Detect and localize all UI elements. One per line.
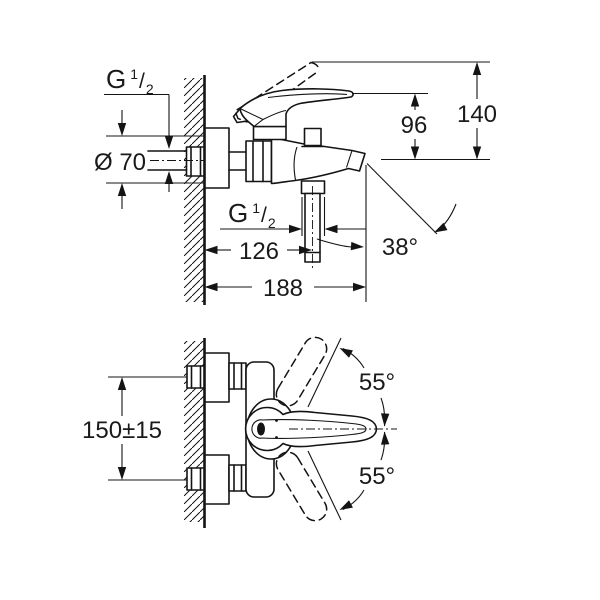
faucet-body xyxy=(270,136,366,185)
dim-spout-projection: 126 xyxy=(204,238,312,265)
union-nut-top xyxy=(228,362,247,390)
dim-inlet-spacing: 150±15 xyxy=(82,376,187,481)
escutcheon-bottom xyxy=(204,454,230,505)
escutcheon-diameter-label: Ø 70 xyxy=(94,149,146,176)
union-nut-bottom xyxy=(228,464,247,492)
dim-heights: 96 140 xyxy=(312,61,497,161)
escutcheon-top xyxy=(204,352,230,403)
swing-up-label: 55° xyxy=(359,369,395,396)
spout-joint-line xyxy=(293,146,298,181)
cartridge-cap xyxy=(252,125,287,141)
aerator-line xyxy=(345,150,353,168)
lever-handle xyxy=(232,88,354,128)
shower-outlet xyxy=(300,180,326,268)
inlet-spacing-label: 150±15 xyxy=(82,417,162,444)
lever-logo-mark xyxy=(257,422,265,436)
dim-total-projection: 188 xyxy=(204,165,367,302)
dim-swing-up: 55° xyxy=(339,348,395,427)
dim-swing-down: 55° xyxy=(339,431,395,510)
swing-down-label: 55° xyxy=(359,463,395,490)
escutcheon xyxy=(204,127,230,189)
total-height-label: 140 xyxy=(457,101,497,128)
total-projection-label: 188 xyxy=(263,275,303,302)
diverter-knob xyxy=(301,127,324,148)
inlet-connector-bottom xyxy=(186,467,206,491)
union-pipe xyxy=(228,151,247,171)
inlet-connector-top xyxy=(186,365,206,389)
union-nut xyxy=(245,140,273,183)
dim-escutcheon-diameter: Ø 70 xyxy=(94,110,204,209)
handle-height-label: 96 xyxy=(401,112,428,139)
wall-hatch xyxy=(184,78,204,302)
spout-projection-label: 126 xyxy=(239,238,279,265)
spout-angle-label: 38° xyxy=(382,234,418,261)
swing-line-up xyxy=(307,337,342,408)
swing-line-down xyxy=(307,450,342,521)
handle-swing-dashed xyxy=(275,336,328,522)
dim-spout-angle: 38° xyxy=(316,163,457,261)
front-view: 55° 55° 150±15 xyxy=(82,336,397,528)
